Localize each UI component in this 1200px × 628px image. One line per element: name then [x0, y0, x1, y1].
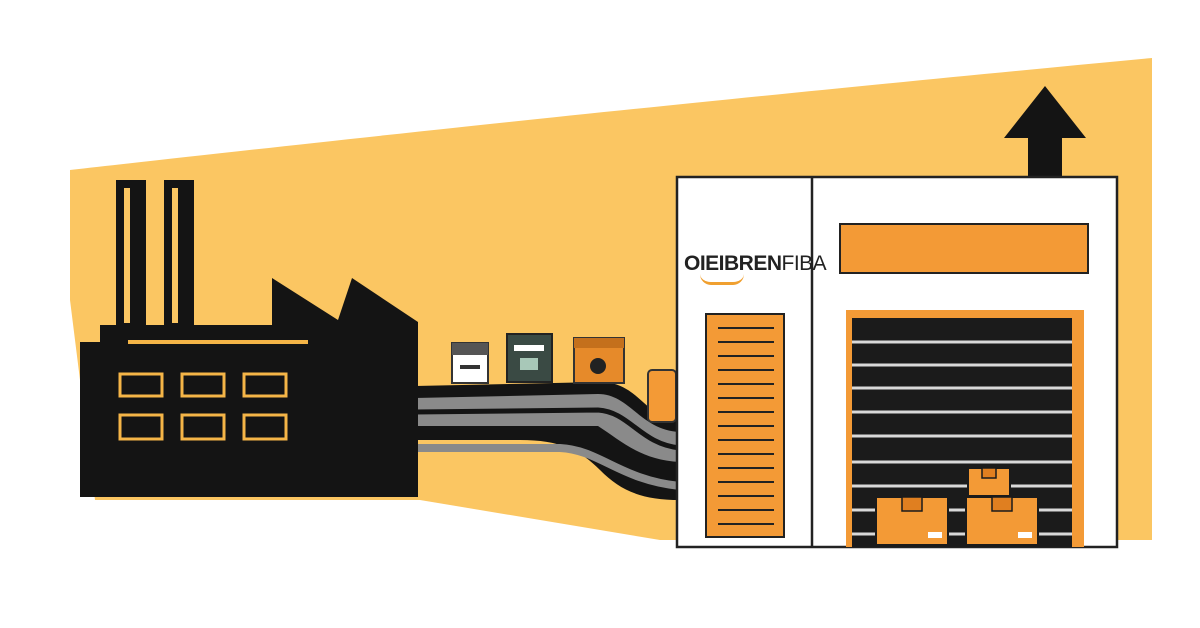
warehouse-sign-light: FIBA: [781, 252, 827, 275]
warehouse-sign: OIEIBRENFIBA: [684, 252, 827, 276]
product-box-icon: [451, 342, 489, 384]
warehouse-icon: [675, 175, 1119, 549]
shipping-box-icon: [875, 496, 949, 546]
sign-smile-arrow: [700, 274, 744, 285]
product-box-icon: [506, 333, 553, 383]
factory-icon: [80, 180, 418, 497]
conveyor-belt-icon: [414, 382, 681, 500]
shipping-box-icon: [965, 496, 1039, 546]
product-box-icon: [647, 369, 677, 423]
shipping-box-icon: [967, 467, 1011, 497]
up-arrow-icon: [1004, 86, 1086, 178]
warehouse-sign-bold: OIEIBREN: [684, 252, 782, 275]
product-box-icon: [573, 337, 625, 384]
